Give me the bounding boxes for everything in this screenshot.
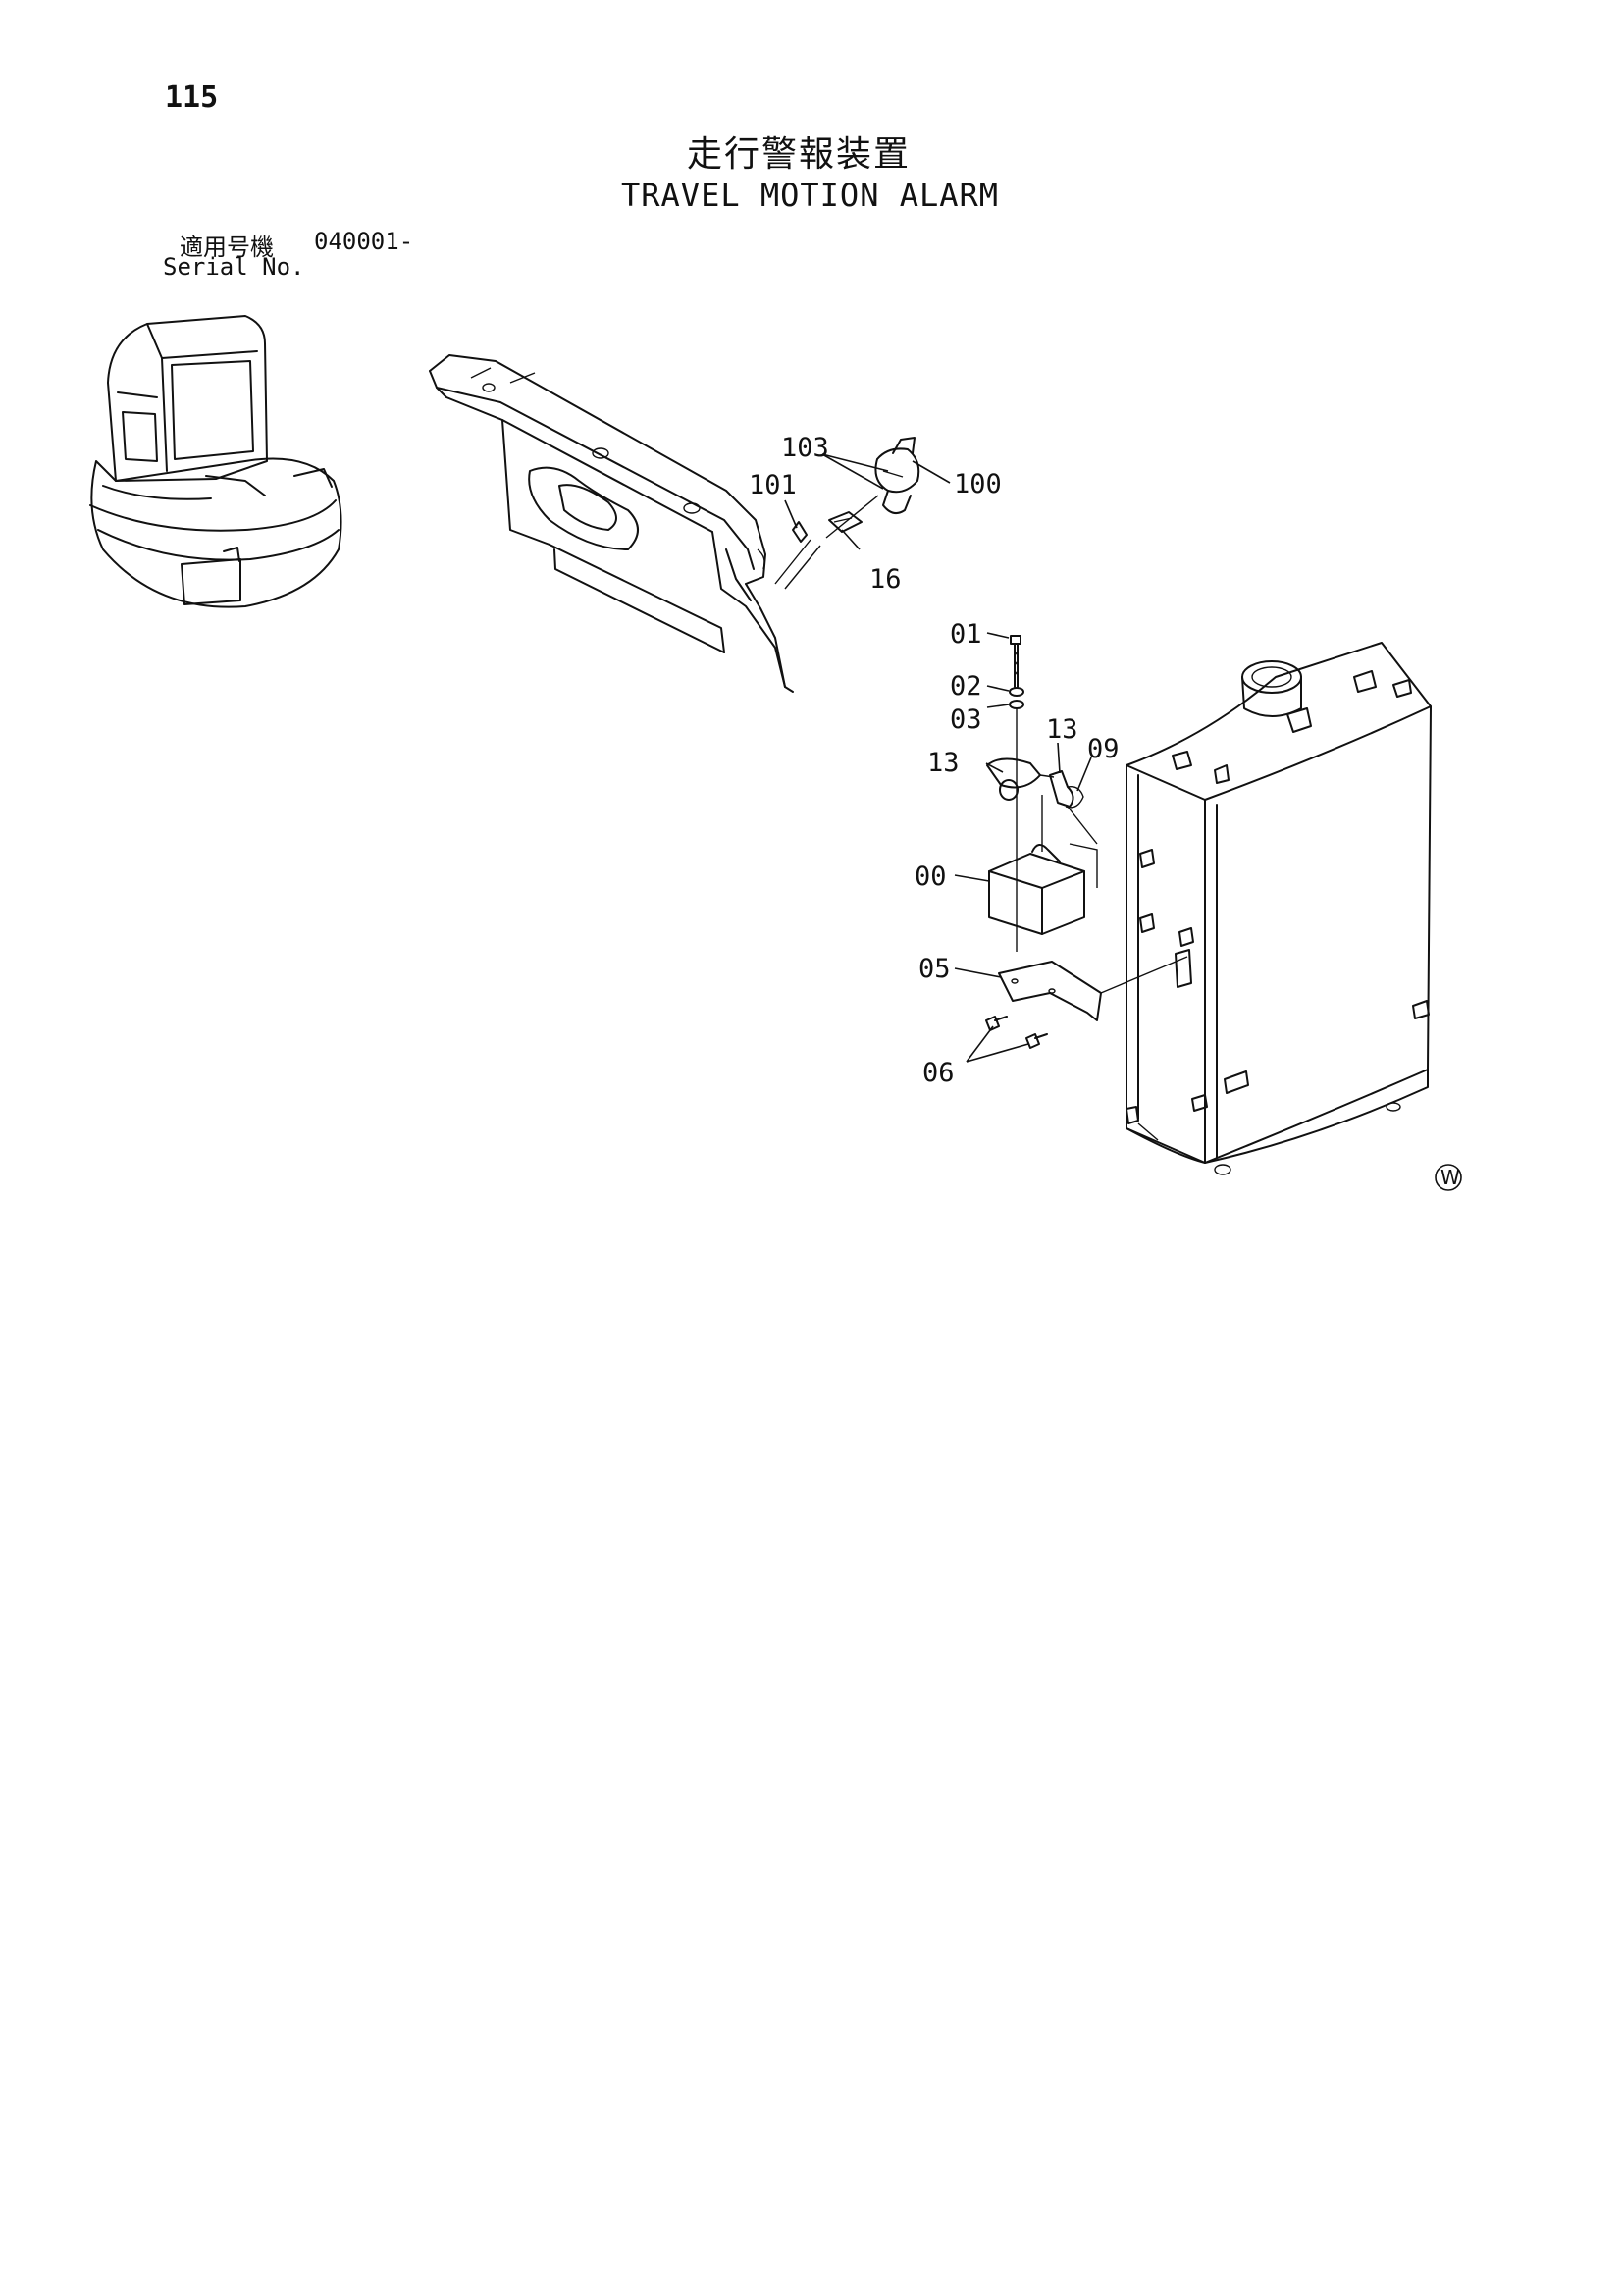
- callout-13-upper: 13: [1046, 714, 1078, 745]
- w-mark-letter: W: [1440, 1166, 1460, 1189]
- callout-labels: 103 101 100 16 01 02 03 13 13 09 00 05 0…: [749, 433, 1120, 1088]
- callout-103: 103: [781, 433, 829, 463]
- callout-05: 05: [918, 954, 951, 984]
- callout-100: 100: [954, 469, 1002, 499]
- serial-number-value: 040001-: [314, 228, 414, 255]
- callout-00: 00: [915, 861, 947, 892]
- callout-13-lower: 13: [927, 748, 960, 778]
- title-japanese: 走行警報装置: [687, 134, 912, 175]
- alarm-bracket-assembly-illustration: [985, 635, 1188, 1049]
- callout-leaders: [784, 453, 1092, 1063]
- excavator-overview-illustration: [89, 315, 342, 608]
- callout-101: 101: [749, 470, 797, 500]
- rear-cover-panel-illustration: [429, 354, 794, 693]
- serial-label-japanese: 適用号機: [180, 234, 274, 261]
- w-mark-symbol: W: [1435, 1164, 1462, 1191]
- title-english: TRAVEL MOTION ALARM: [621, 177, 1000, 214]
- callout-02: 02: [950, 671, 982, 702]
- callout-09: 09: [1087, 734, 1120, 764]
- callout-16: 16: [869, 564, 902, 595]
- callout-06: 06: [922, 1058, 955, 1088]
- serial-label-english: Serial No.: [163, 253, 305, 281]
- page-number: 115: [165, 80, 219, 115]
- callout-03: 03: [950, 704, 982, 735]
- hydraulic-tank-illustration: [1126, 642, 1432, 1175]
- alarm-horn-illustration: [774, 437, 920, 590]
- callout-01: 01: [950, 619, 982, 650]
